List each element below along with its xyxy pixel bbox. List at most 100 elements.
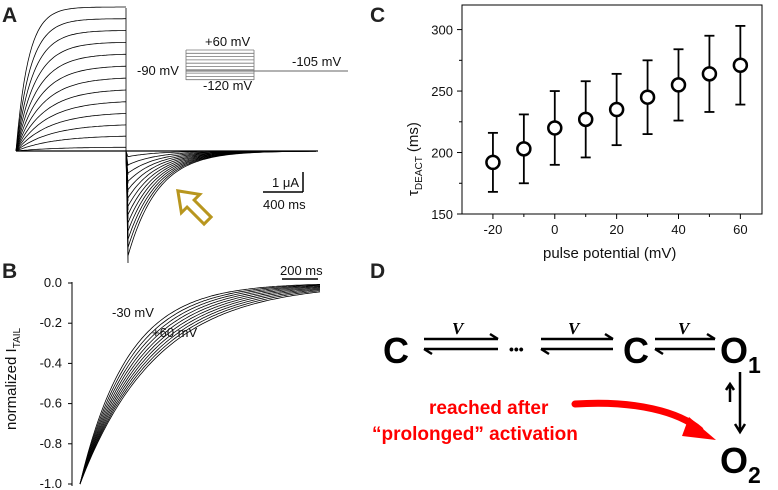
protocol-steps	[185, 49, 255, 81]
normalized-tail-trace	[79, 287, 321, 485]
panel-b-yaxis: 0.0 -0.2 -0.4 -0.6 -0.8 -1.0 normalized ITAIL	[3, 275, 73, 490]
normalized-tail-trace	[79, 290, 321, 485]
panel-a-scalebar: 1 μA 400 ms	[263, 172, 306, 212]
chart-points	[485, 24, 749, 193]
activation-trace	[15, 6, 126, 152]
panel-b-tick-label: 0.0	[44, 275, 62, 290]
panel-label-a: A	[2, 4, 17, 27]
backward-arrow-o2-o1	[724, 381, 736, 402]
chart-ylabel: τDEACT(ms)	[405, 122, 425, 196]
data-point	[670, 77, 687, 93]
chart-x-tick-label: 0	[551, 222, 558, 237]
transition-dots-c	[540, 332, 614, 356]
normalized-tail-trace	[79, 286, 321, 485]
normalized-tail-trace	[79, 289, 321, 485]
protocol-top-label: +60 mV	[205, 34, 250, 49]
panel-a-traces	[15, 6, 318, 264]
transition-c-dots	[423, 332, 499, 356]
chart-xlabel: pulse potential (mV)	[543, 245, 676, 262]
panel-b-scalebar-label: 200 ms	[280, 263, 323, 278]
chart-frame	[461, 4, 763, 215]
activation-trace	[15, 135, 126, 152]
tail-trace	[125, 150, 316, 264]
activation-trace	[15, 42, 126, 152]
annotation-arrow-shaft	[571, 399, 704, 434]
state-c-first: C	[383, 330, 409, 371]
activation-trace	[15, 53, 126, 152]
rate-label-2: V	[568, 319, 581, 338]
state-dots: •••	[509, 341, 524, 357]
chart-x-tick-label: 60	[733, 222, 747, 237]
normalized-tail-trace	[79, 284, 320, 485]
forward-arrow-1	[424, 332, 499, 341]
data-point	[639, 89, 656, 105]
chart-x-tick-label: 20	[609, 222, 623, 237]
activation-trace	[15, 30, 126, 152]
chart-x-tick-label: -20	[484, 222, 503, 237]
activation-trace	[15, 77, 127, 152]
panel-label-d: D	[370, 260, 385, 283]
panel-b-tick-label: -0.2	[40, 315, 62, 330]
panel-b-ylabel: normalized ITAIL	[3, 327, 23, 430]
annotation-line-1: reached after	[429, 398, 549, 419]
normalized-tail-trace	[79, 285, 321, 485]
activation-trace	[15, 124, 127, 152]
backward-arrow-2	[540, 347, 613, 356]
chart-y-tick-label: 250	[431, 84, 453, 99]
data-point	[577, 111, 594, 128]
transition-o1-o2	[724, 372, 747, 435]
tail-current-arrow	[176, 189, 214, 227]
forward-arrow-3	[655, 332, 716, 341]
panel-b-tick-label: -1.0	[40, 476, 62, 490]
scalebar-time-label: 400 ms	[263, 197, 306, 212]
panel-label-b: B	[2, 260, 17, 283]
data-point	[732, 57, 749, 73]
chart-x-tick-label: 40	[671, 222, 685, 237]
normalized-tail-trace	[79, 284, 320, 485]
backward-arrow-1	[423, 347, 498, 356]
data-point	[547, 120, 563, 136]
state-o2: O2	[720, 440, 761, 488]
forward-arrow-2	[541, 332, 614, 341]
data-point	[485, 154, 501, 171]
panel-b-traces	[79, 284, 321, 485]
rate-label-3: V	[678, 319, 691, 338]
activation-trace	[15, 89, 127, 152]
annotation-line-2: “prolonged” activation	[372, 424, 578, 445]
panel-b-tick-label: -0.8	[40, 436, 62, 451]
data-point	[701, 66, 718, 82]
kinetic-scheme: C ••• C O1 O2 V V V reached after “prolo…	[372, 319, 761, 488]
panel-b-scalebar: 200 ms	[280, 263, 323, 280]
chart-y-ticks: 150 200 250 300	[431, 23, 462, 222]
chart-x-ticks: -20 0 20 40 60	[484, 214, 748, 237]
normalized-tail-trace	[79, 285, 321, 485]
state-c-last: C	[623, 330, 649, 371]
protocol-tail-label: -105 mV	[292, 54, 341, 69]
trace-label-low: -30 mV	[112, 305, 154, 320]
backward-arrow-3	[654, 347, 715, 356]
panel-b-tick-label: -0.6	[40, 396, 62, 411]
transition-c-o1	[654, 332, 716, 356]
annotation-arrow-head	[682, 417, 716, 440]
voltage-protocol: +60 mV -90 mV -120 mV -105 mV	[137, 34, 348, 93]
normalized-tail-trace	[79, 288, 321, 485]
chart-y-tick-label: 200	[431, 146, 453, 161]
activation-trace	[15, 101, 126, 152]
rate-label-1: V	[452, 319, 465, 338]
panel-b-tick-label: -0.4	[40, 355, 62, 370]
data-point	[608, 101, 625, 118]
panel-b-ticks: 0.0 -0.2 -0.4 -0.6 -0.8 -1.0	[40, 275, 72, 490]
chart-y-tick-label: 300	[431, 23, 453, 38]
chart-y-tick-label: 150	[431, 207, 453, 222]
panel-label-c: C	[370, 4, 385, 27]
scalebar-current-label: 1 μA	[272, 175, 299, 190]
activation-trace	[15, 146, 126, 152]
forward-arrow-o1-o2	[733, 372, 747, 435]
normalized-tail-trace	[79, 291, 321, 485]
protocol-hold-label: -90 mV	[137, 63, 179, 78]
protocol-bottom-label: -120 mV	[203, 78, 252, 93]
trace-label-high: +60 mV	[152, 325, 197, 340]
activation-trace	[15, 113, 127, 152]
activation-trace	[15, 18, 126, 152]
